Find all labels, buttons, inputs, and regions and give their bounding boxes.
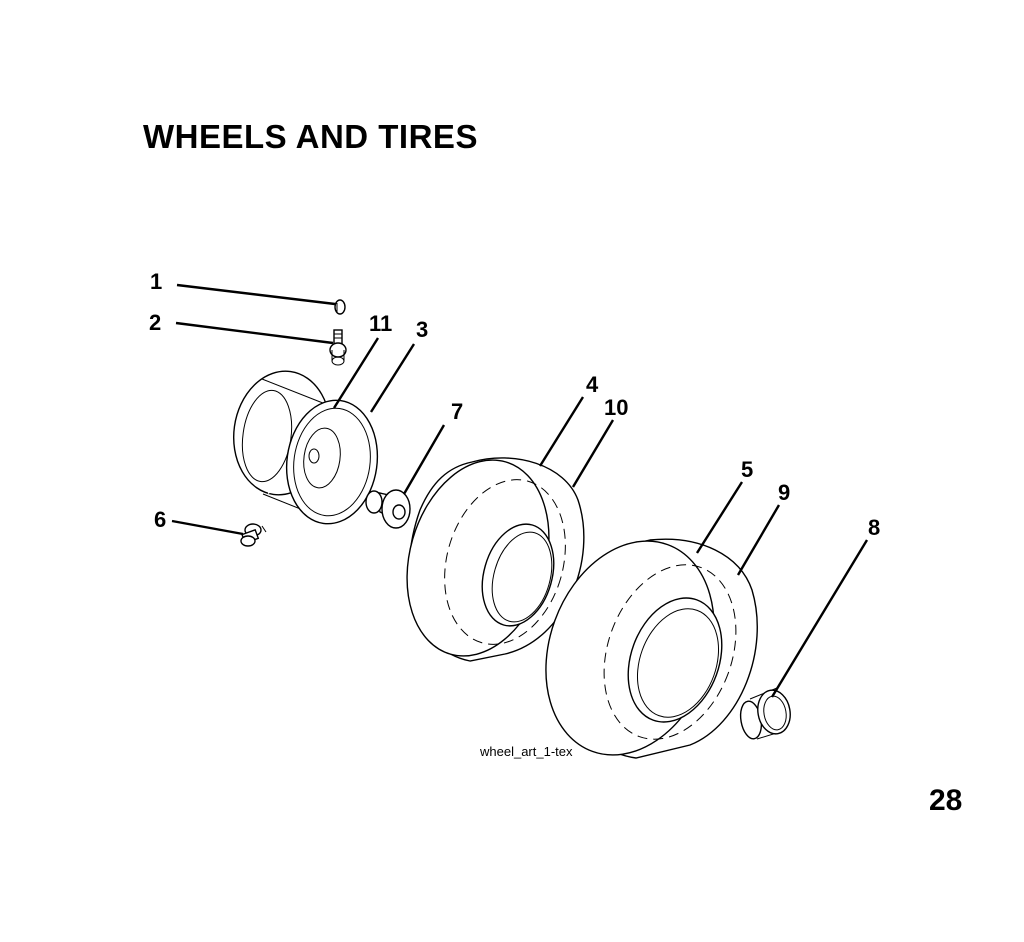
front-tire-part bbox=[406, 457, 585, 662]
rim-part bbox=[232, 370, 379, 525]
rear-tire-part bbox=[545, 538, 758, 759]
callout-7: 7 bbox=[451, 399, 463, 424]
valve-stem-part bbox=[329, 329, 347, 366]
diagram-caption: wheel_art_1-tex bbox=[479, 744, 573, 759]
callout-2: 2 bbox=[149, 310, 161, 335]
leader-lines bbox=[171, 283, 869, 698]
valve-cap-part bbox=[334, 299, 346, 315]
callout-1: 1 bbox=[150, 269, 162, 294]
page-number: 28 bbox=[929, 784, 963, 817]
callout-4: 4 bbox=[586, 372, 599, 397]
callout-10: 10 bbox=[604, 395, 628, 420]
bushing-part bbox=[365, 489, 411, 529]
page-title: WHEELS AND TIRES bbox=[143, 118, 478, 155]
grease-fitting-part bbox=[240, 523, 267, 547]
callout-8: 8 bbox=[868, 515, 880, 540]
callout-5: 5 bbox=[741, 457, 753, 482]
callout-6: 6 bbox=[154, 507, 166, 532]
hub-cap-part bbox=[739, 687, 791, 740]
callout-3: 3 bbox=[416, 317, 428, 342]
callout-9: 9 bbox=[778, 480, 790, 505]
callout-11: 11 bbox=[369, 311, 392, 336]
